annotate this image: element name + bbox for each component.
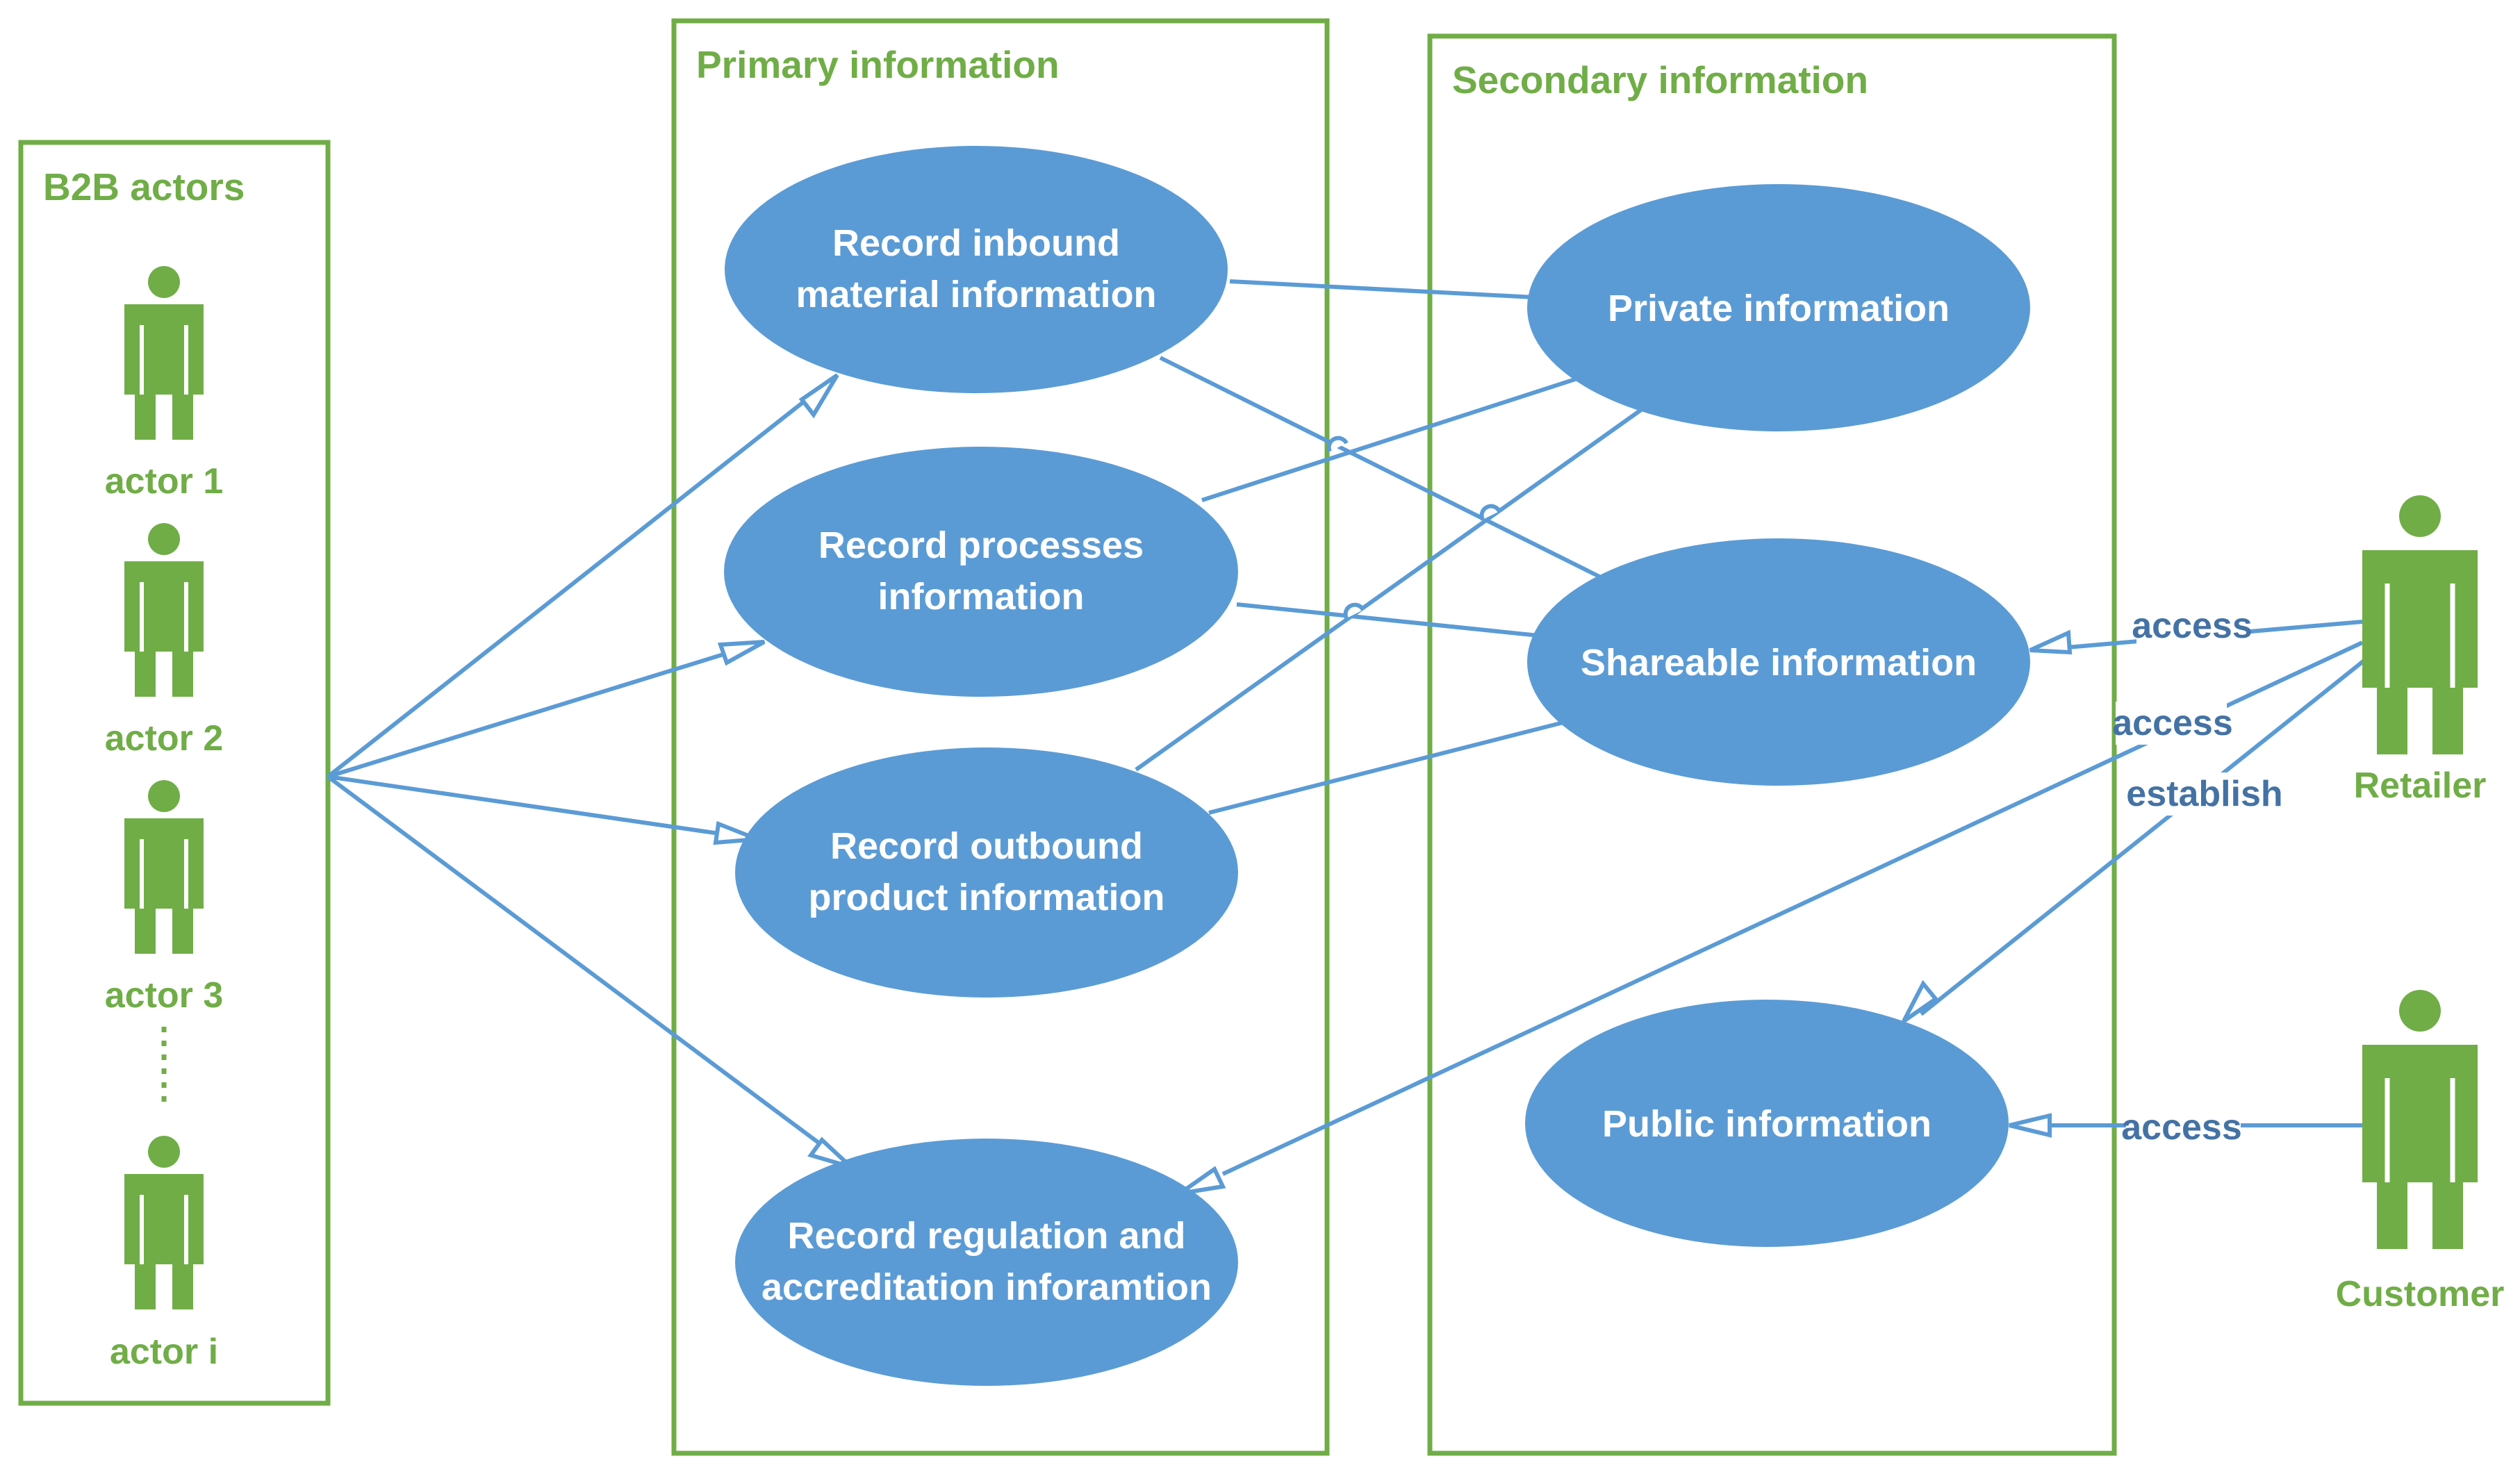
line-hop	[1479, 504, 1501, 521]
primary-information-group: Primary information	[671, 18, 1330, 1456]
line-hop	[1326, 436, 1349, 453]
b2b-actors-box	[18, 140, 331, 1406]
actor-head-icon	[148, 1136, 180, 1168]
usecase-label-line: Private information	[1608, 288, 1950, 329]
b2b-actors-group: B2B actors	[18, 140, 331, 1406]
edge-label-access: access	[2132, 606, 2253, 646]
usecase-label-line: Record processes	[818, 524, 1144, 566]
edge-label-access: access	[2121, 1107, 2242, 1148]
actor-body-icon	[124, 561, 204, 697]
usecase-label-line: accreditation inforamtion	[761, 1266, 1212, 1308]
edge-inbound-shareable	[1159, 356, 1608, 582]
actor-label: actor 3	[105, 975, 224, 1016]
usecase-label-line: Record outbound	[830, 825, 1143, 867]
usecase-label-line: Shareable information	[1581, 642, 1977, 684]
arrowhead	[2009, 1113, 2052, 1138]
arrowhead	[798, 373, 839, 419]
line-hop	[1343, 602, 1365, 620]
secondary-information-group: Secondary information	[1427, 33, 2117, 1456]
actor-3: actor 3	[105, 780, 224, 1016]
edge-label-establish: establish	[2126, 774, 2282, 814]
usecase-label-line: material information	[796, 274, 1156, 315]
edge-label-bg	[2116, 702, 2227, 745]
usecase-shareable-information-ellipse	[1527, 538, 2030, 786]
actor-head-icon	[2399, 990, 2441, 1032]
edge-outbound-shareable	[1208, 720, 1564, 815]
actor-customer: Customer	[2336, 990, 2505, 1314]
actor-retailer: Retailer	[2354, 495, 2487, 806]
actor-label: Retailer	[2354, 766, 2487, 806]
usecase-private-information: Private information	[1527, 184, 2030, 431]
usecase-record-inbound: Record inbound material information	[725, 146, 1228, 393]
actor-2: actor 2	[105, 523, 224, 759]
actor-body-icon	[124, 304, 204, 440]
actor-body-icon	[2362, 1045, 2478, 1249]
usecase-record-outbound: Record outbound product information	[735, 747, 1238, 998]
actor-label: actor i	[110, 1332, 218, 1372]
usecase-label-line: Record regulation and	[787, 1215, 1185, 1257]
actor-label: actor 1	[105, 461, 224, 502]
usecase-label-line: information	[878, 576, 1085, 618]
primary-information-box	[671, 18, 1330, 1456]
usecase-label-line: Record inbound	[832, 222, 1120, 264]
edge-processes-private	[1201, 377, 1578, 502]
usecase-record-processes-ellipse	[724, 447, 1238, 697]
actor-head-icon	[2399, 495, 2441, 537]
usecase-record-processes: Record processes information	[724, 447, 1238, 697]
edge-label-group: access access establish access	[2112, 604, 2284, 1151]
edge-label-bg	[2126, 1108, 2241, 1151]
usecase-record-regulation-ellipse	[735, 1139, 1238, 1386]
usecase-record-outbound-ellipse	[735, 747, 1238, 998]
arrowhead	[1178, 1166, 1226, 1196]
actor-body-icon	[124, 1174, 204, 1309]
actor-label: actor 2	[105, 718, 224, 759]
edge-retailer-public	[1920, 654, 2371, 1016]
usecase-shareable-information: Shareable information	[1527, 538, 2030, 786]
arrowhead	[1902, 979, 1939, 1023]
actor-body-icon	[124, 818, 204, 954]
actor-label: Customer	[2336, 1274, 2505, 1314]
actor-i: actor i	[110, 1136, 218, 1372]
usecase-record-inbound-ellipse	[725, 146, 1228, 393]
usecase-record-regulation: Record regulation and accreditation info…	[735, 1139, 1238, 1386]
edge-label-bg	[2125, 772, 2284, 816]
edge-outbound-private	[1135, 408, 1642, 772]
usecase-private-information-ellipse	[1527, 184, 2030, 431]
usecase-label-line: product information	[809, 877, 1165, 918]
primary-information-title: Primary information	[696, 43, 1060, 86]
actor-head-icon	[148, 266, 180, 298]
actor-head-icon	[148, 780, 180, 812]
edge-b2b-regulation	[327, 775, 839, 1159]
usecase-public-information-ellipse	[1525, 1000, 2009, 1247]
arrowhead	[2029, 629, 2073, 655]
actor-head-icon	[148, 523, 180, 555]
edge-label-bg	[2136, 604, 2248, 647]
usecase-public-information: Public information	[1525, 1000, 2009, 1247]
edge-label-access: access	[2112, 703, 2233, 743]
actor-body-icon	[2362, 550, 2478, 754]
secondary-information-box	[1427, 33, 2117, 1456]
edges	[327, 279, 2371, 1196]
edge-b2b-outbound	[327, 775, 744, 839]
arrowhead	[717, 640, 766, 666]
arrowhead	[807, 1136, 853, 1169]
usecase-label-line: Public information	[1602, 1103, 1932, 1145]
edge-processes-shareable	[1236, 602, 1540, 638]
b2b-actors-title: B2B actors	[43, 165, 245, 208]
actor-1: actor 1	[105, 266, 224, 502]
edge-inbound-private	[1229, 279, 1535, 299]
secondary-information-title: Secondary information	[1452, 58, 1868, 101]
edge-b2b-processes	[327, 644, 751, 779]
edge-b2b-inbound	[327, 387, 821, 779]
